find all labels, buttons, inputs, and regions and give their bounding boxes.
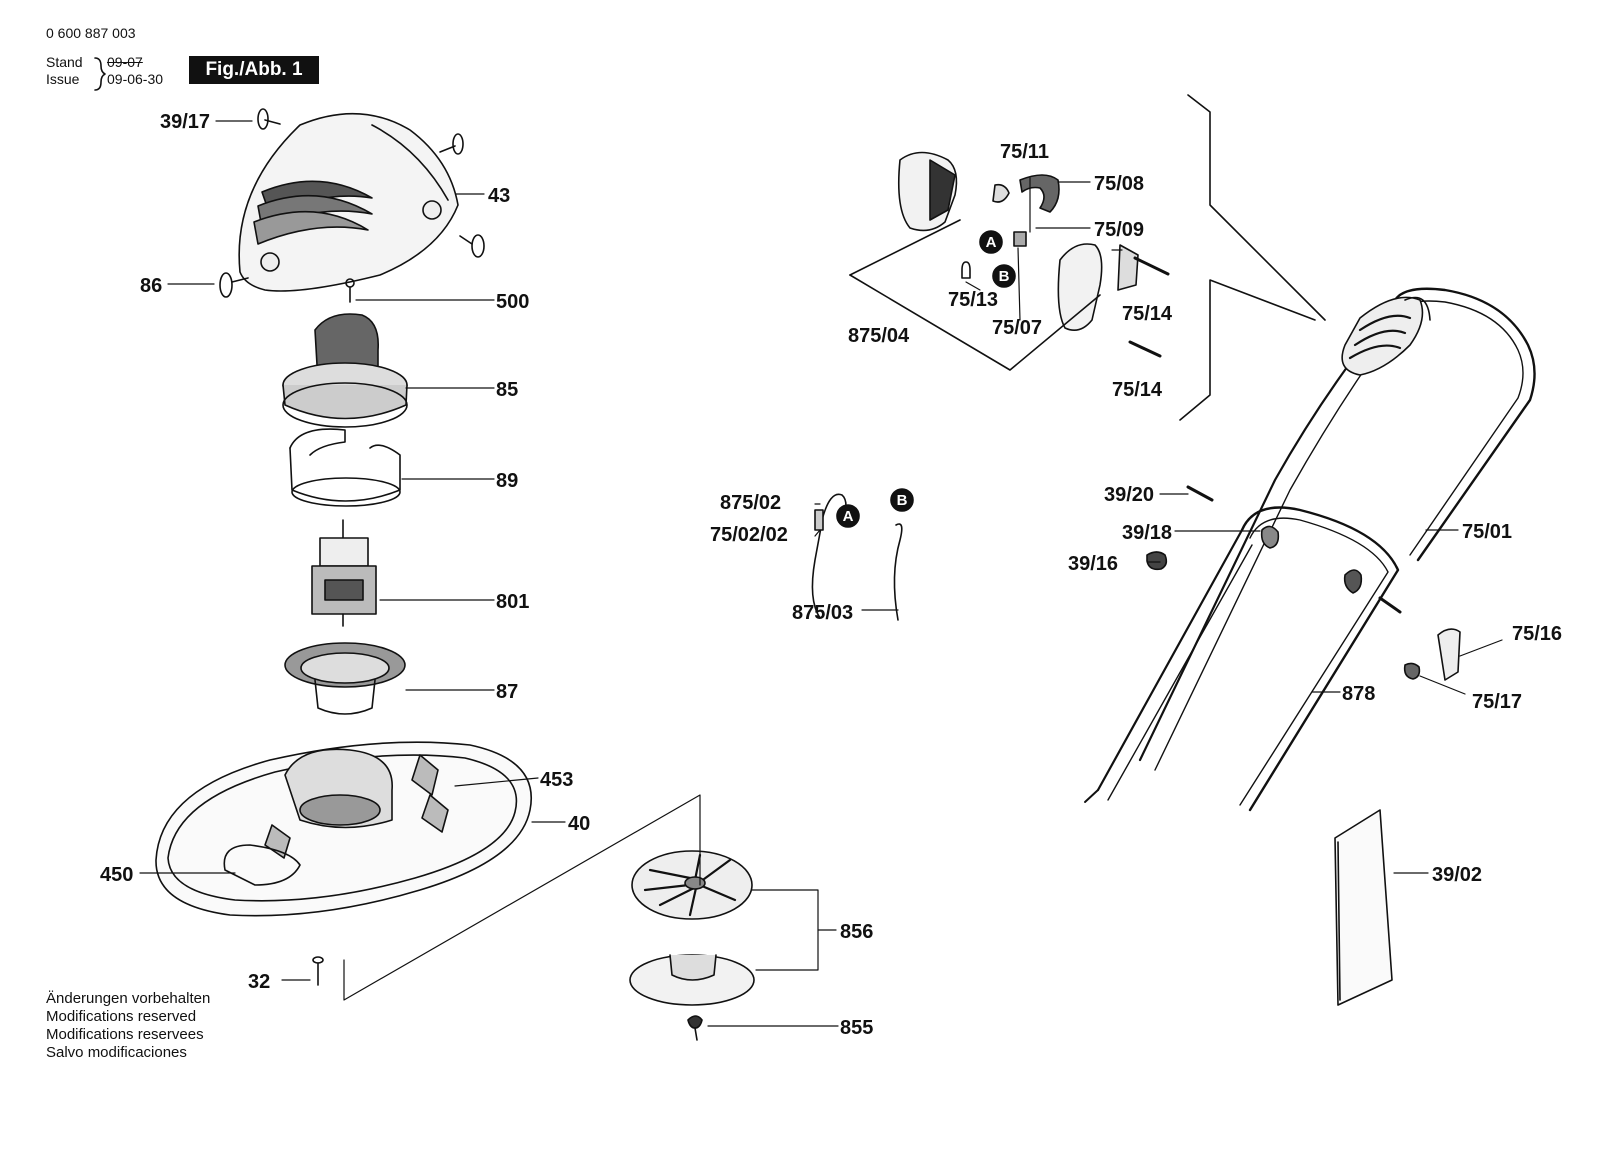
motor-mount-87 [284, 642, 406, 715]
screw-right-handle [1378, 596, 1402, 614]
switch-housing-right [1057, 243, 1139, 331]
part-label: 75/02/02 [710, 524, 788, 546]
fan-856 [629, 850, 755, 1006]
nut-75-17 [1403, 662, 1421, 680]
part-label: 87 [496, 681, 518, 703]
screw-right [459, 234, 485, 258]
screw-32 [312, 956, 324, 986]
motor-cover-85 [282, 313, 408, 428]
callout-marker-b [890, 264, 1016, 512]
switch-parts [961, 174, 1060, 279]
part-label: 86 [140, 275, 162, 297]
marker-a-label: A [843, 508, 854, 525]
screw-top-right [439, 133, 464, 155]
part-label: 39/20 [1104, 484, 1154, 506]
leader-lines [139, 120, 1503, 1027]
note-line: Änderungen vorbehalten [46, 990, 211, 1007]
screw-500 [345, 278, 355, 303]
marker-b-label: B [897, 492, 908, 509]
switch-housing-left [897, 151, 958, 232]
stand-label: Stand [46, 54, 83, 70]
part-label: 856 [840, 921, 873, 943]
part-label: 75/08 [1094, 173, 1144, 195]
motor-801 [311, 519, 377, 627]
group-line-875-04 [849, 274, 1101, 371]
header-brace [94, 57, 106, 91]
handle-upper-75-01 [1138, 287, 1536, 771]
group-line-875-04b [849, 219, 961, 276]
figure-badge: Fig./Abb. 1 [189, 56, 319, 84]
part-label: 500 [496, 291, 529, 313]
part-label: 875/03 [792, 602, 853, 624]
modification-notes: Änderungen vorbehalten Modifications res… [46, 990, 210, 1062]
deck-40 [155, 741, 532, 917]
note-line: Modifications reserved [46, 1008, 197, 1025]
part-label: 453 [540, 769, 573, 791]
issue-value: 09-06-30 [107, 71, 164, 87]
part-label: 75/14 [1122, 303, 1173, 325]
part-label: 75/11 [1000, 141, 1049, 163]
part-label: 450 [100, 864, 133, 886]
screw-855 [687, 1015, 703, 1041]
part-label: 75/16 [1512, 623, 1562, 645]
screw-86 [219, 272, 249, 298]
part-label: 801 [496, 591, 529, 613]
knob-39-16 [1146, 551, 1168, 571]
part-label: 878 [1342, 683, 1375, 705]
part-label: 75/17 [1472, 691, 1522, 713]
ring-89 [289, 428, 401, 507]
doc-number: 0 600 887 003 [46, 25, 136, 41]
handle-lower-878 [1084, 506, 1400, 812]
part-label: 75/09 [1094, 219, 1144, 241]
clip-75-16 [1437, 628, 1461, 681]
bracket-line-bottom [1179, 279, 1316, 421]
note-line: Salvo modificaciones [46, 1044, 187, 1061]
screws-75-14 [1128, 256, 1170, 358]
part-label: 75/07 [992, 317, 1042, 339]
screw-39-20 [1186, 485, 1214, 502]
manual-39-02 [1334, 809, 1393, 1006]
part-label: 75/14 [1112, 379, 1163, 401]
part-label: 40 [568, 813, 590, 835]
part-label: 875/02 [720, 492, 781, 514]
part-label: 89 [496, 470, 518, 492]
motor-hood-43 [238, 112, 459, 292]
part-label: 855 [840, 1017, 873, 1039]
cable-875-03 [893, 523, 903, 621]
marker-b-label: B [999, 268, 1010, 285]
callout-marker-a [836, 230, 1003, 528]
part-label: 39/02 [1432, 864, 1482, 886]
screw-39-17 [257, 108, 281, 130]
part-label: 39/18 [1122, 522, 1172, 544]
stand-value: 09-07 [107, 54, 143, 70]
part-label: 75/13 [948, 289, 998, 311]
part-label: 39/16 [1068, 553, 1118, 575]
marker-a-label: A [986, 234, 997, 251]
bracket-line-top [1187, 94, 1326, 321]
part-label: 875/04 [848, 325, 910, 347]
part-label: 75/01 [1462, 521, 1512, 543]
part-label: 85 [496, 379, 518, 401]
issue-label: Issue [46, 71, 80, 87]
part-label: 32 [248, 971, 270, 993]
part-label: 39/17 [160, 111, 210, 133]
note-line: Modifications reservees [46, 1026, 204, 1043]
part-label: 43 [488, 185, 510, 207]
